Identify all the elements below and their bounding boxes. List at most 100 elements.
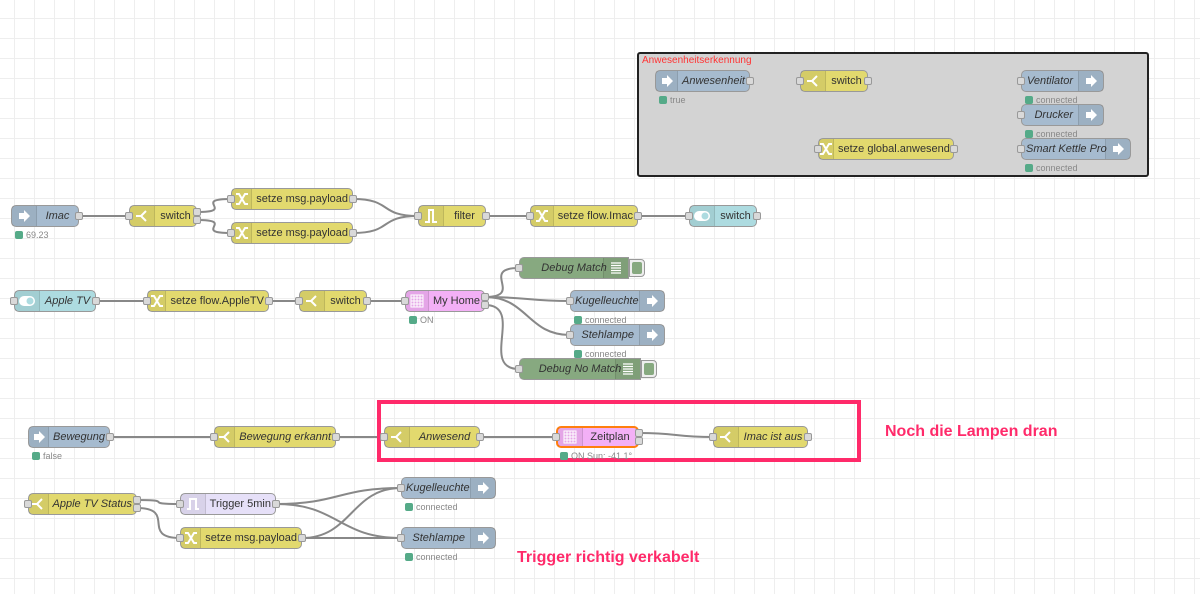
node-kugel1[interactable]: Kugelleuchte (570, 290, 665, 312)
output-port[interactable] (272, 500, 280, 508)
output-port[interactable] (133, 496, 141, 504)
input-port[interactable] (1017, 145, 1025, 153)
output-port[interactable] (753, 212, 761, 220)
output-port[interactable] (634, 212, 642, 220)
input-port[interactable] (10, 297, 18, 305)
output-port[interactable] (864, 77, 872, 85)
output-port[interactable] (193, 216, 201, 224)
wire[interactable] (275, 487, 402, 505)
input-port[interactable] (125, 212, 133, 220)
output-port[interactable] (265, 297, 273, 305)
node-imac-aus[interactable]: Imac ist aus (713, 426, 808, 448)
output-port[interactable] (482, 212, 490, 220)
wire[interactable] (352, 198, 419, 217)
node-payload1[interactable]: setze msg.payload (231, 188, 353, 210)
input-port[interactable] (24, 500, 32, 508)
output-port[interactable] (92, 297, 100, 305)
input-port[interactable] (414, 212, 422, 220)
input-port[interactable] (210, 433, 218, 441)
node-imac[interactable]: Imac (11, 205, 79, 227)
output-port[interactable] (193, 208, 201, 216)
node-flow-imac[interactable]: setze flow.Imac (530, 205, 638, 227)
node-kettle[interactable]: Smart Kettle Pro (1021, 138, 1131, 160)
input-port[interactable] (401, 297, 409, 305)
input-port[interactable] (515, 264, 523, 272)
node-kugel2[interactable]: Kugelleuchte (401, 477, 496, 499)
wire[interactable] (301, 487, 402, 539)
input-port[interactable] (796, 77, 804, 85)
input-port[interactable] (814, 145, 822, 153)
node-payload2[interactable]: setze msg.payload (231, 222, 353, 244)
wire[interactable] (275, 503, 402, 539)
output-port[interactable] (349, 195, 357, 203)
wire[interactable] (484, 267, 520, 298)
output-port[interactable] (106, 433, 114, 441)
input-port[interactable] (397, 534, 405, 542)
input-port[interactable] (176, 500, 184, 508)
wire[interactable] (136, 499, 181, 505)
output-port[interactable] (363, 297, 371, 305)
debug-toggle-button[interactable] (629, 259, 645, 277)
input-port[interactable] (227, 195, 235, 203)
node-drucker[interactable]: Drucker (1021, 104, 1104, 126)
node-bewegung[interactable]: Bewegung (28, 426, 110, 448)
input-port[interactable] (526, 212, 534, 220)
input-port[interactable] (566, 331, 574, 339)
node-anwesenheit[interactable]: Anwesenheit (655, 70, 750, 92)
node-g-switch[interactable]: switch (800, 70, 868, 92)
debug-toggle-button[interactable] (641, 360, 657, 378)
input-port[interactable] (515, 365, 523, 373)
input-port[interactable] (1017, 77, 1025, 85)
node-setze-global[interactable]: setze global.anwesend (818, 138, 954, 160)
node-zeitplan[interactable]: Zeitplan (556, 426, 639, 448)
input-port[interactable] (566, 297, 574, 305)
output-port[interactable] (804, 433, 812, 441)
node-steh2[interactable]: Stehlampe (401, 527, 496, 549)
output-port[interactable] (746, 77, 754, 85)
input-port[interactable] (380, 433, 388, 441)
output-port[interactable] (332, 433, 340, 441)
input-port[interactable] (552, 433, 560, 441)
node-payload3[interactable]: setze msg.payload (180, 527, 302, 549)
node-atv-switch[interactable]: switch (299, 290, 367, 312)
node-flow-appletv[interactable]: setze flow.AppleTV (147, 290, 269, 312)
wire[interactable] (484, 304, 520, 370)
node-myhome[interactable]: My Home (405, 290, 485, 312)
node-filter[interactable]: filter (418, 205, 486, 227)
input-port[interactable] (1017, 111, 1025, 119)
wire[interactable] (638, 432, 714, 438)
input-port[interactable] (176, 534, 184, 542)
node-debug-match[interactable]: Debug Match (519, 257, 629, 279)
node-debug-nomatch[interactable]: Debug No Match (519, 358, 641, 380)
output-port[interactable] (349, 229, 357, 237)
wire[interactable] (484, 296, 571, 336)
output-port[interactable] (75, 212, 83, 220)
node-bew-erkannt[interactable]: Bewegung erkannt (214, 426, 336, 448)
output-port[interactable] (481, 293, 489, 301)
node-anwesend[interactable]: Anwesend (384, 426, 480, 448)
wire[interactable] (196, 219, 232, 234)
output-port[interactable] (133, 504, 141, 512)
node-imac-switch[interactable]: switch (129, 205, 197, 227)
input-port[interactable] (709, 433, 717, 441)
wire[interactable] (196, 198, 232, 213)
output-port[interactable] (476, 433, 484, 441)
output-port[interactable] (635, 437, 643, 445)
node-appletv[interactable]: Apple TV (14, 290, 96, 312)
output-port[interactable] (950, 145, 958, 153)
output-port[interactable] (298, 534, 306, 542)
input-port[interactable] (685, 212, 693, 220)
input-port[interactable] (227, 229, 235, 237)
output-port[interactable] (481, 301, 489, 309)
node-ventilator[interactable]: Ventilator (1021, 70, 1104, 92)
wire[interactable] (352, 215, 419, 234)
wire[interactable] (136, 507, 181, 539)
node-trigger[interactable]: Trigger 5min (180, 493, 276, 515)
input-port[interactable] (143, 297, 151, 305)
node-toggle-switch[interactable]: switch (689, 205, 757, 227)
input-port[interactable] (397, 484, 405, 492)
node-atv-status[interactable]: Apple TV Status (28, 493, 137, 515)
output-port[interactable] (635, 429, 643, 437)
input-port[interactable] (295, 297, 303, 305)
node-steh1[interactable]: Stehlampe (570, 324, 665, 346)
